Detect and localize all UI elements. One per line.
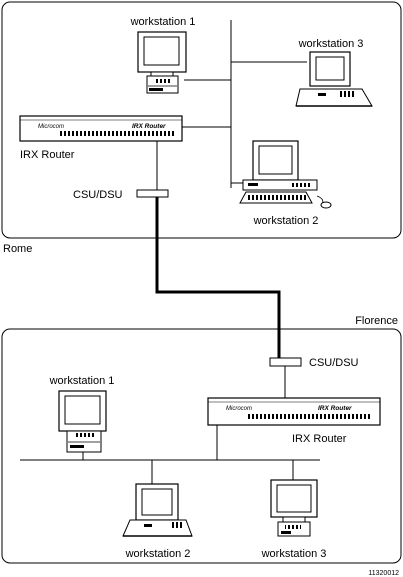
rome-site-label: Rome	[3, 243, 32, 255]
wan-link	[155, 197, 281, 358]
rome-workstation-2[interactable]: workstation 2	[239, 140, 332, 227]
florence-csu-dsu-label: CSU/DSU	[309, 357, 359, 369]
desktop-unit-icon	[295, 88, 373, 107]
florence-router-label: IRX Router	[292, 433, 347, 445]
system-unit-icon	[277, 521, 311, 537]
monitor-icon	[58, 390, 107, 432]
florence-workstation-3-label: workstation 3	[261, 548, 327, 560]
rome-workstation-3[interactable]: workstation 3	[295, 38, 373, 107]
florence-workstation-3[interactable]: workstation 3	[261, 479, 327, 560]
rome-csu-dsu-label: CSU/DSU	[73, 189, 123, 201]
rome-workstation-3-label: workstation 3	[298, 38, 364, 50]
florence-router-brand: IRX Router	[318, 405, 352, 412]
florence-site-label: Florence	[355, 315, 398, 327]
router-ports-icon	[248, 414, 372, 419]
rome-site: workstation 1 workstation 3 Microcom IRX…	[1, 1, 402, 239]
router-ports-icon	[60, 131, 174, 136]
rome-irx-router[interactable]: Microcom IRX Router IRX Router	[19, 115, 183, 161]
csu-dsu-box	[269, 357, 302, 367]
florence-workstation-2[interactable]: workstation 2	[122, 483, 193, 560]
monitor-icon	[252, 140, 299, 181]
florence-router-logo: Microcom	[226, 406, 252, 412]
monitor-icon	[135, 483, 179, 521]
rome-workstation-2-label: workstation 2	[253, 215, 319, 227]
keyboard-icon	[239, 191, 313, 204]
rome-router-logo: Microcom	[38, 124, 64, 130]
rome-workstation-1-label: workstation 1	[130, 16, 196, 28]
florence-workstation-1[interactable]: workstation 1	[49, 375, 115, 453]
florence-workstation-2-label: workstation 2	[125, 548, 191, 560]
florence-site-border	[1, 328, 402, 564]
rome-router-label: IRX Router	[20, 149, 75, 161]
system-unit-icon	[66, 430, 102, 453]
figure-id: 11320012	[368, 570, 399, 577]
rome-site-border	[1, 1, 402, 239]
desktop-unit-icon	[122, 519, 193, 537]
csu-dsu-box	[136, 189, 169, 198]
monitor-icon	[270, 479, 318, 523]
mouse-icon	[316, 195, 332, 209]
router-chassis	[207, 397, 381, 426]
desktop-unit-icon	[242, 179, 318, 191]
monitor-icon	[309, 51, 351, 87]
rome-router-brand: IRX Router	[132, 123, 166, 130]
florence-site: CSU/DSU Microcom IRX Router IRX Router w…	[1, 328, 402, 564]
rome-csu-dsu[interactable]: CSU/DSU	[73, 189, 169, 201]
monitor-icon	[137, 31, 187, 77]
rome-workstation-1[interactable]: workstation 1	[130, 16, 196, 94]
florence-irx-router[interactable]: Microcom IRX Router IRX Router	[207, 397, 381, 445]
system-unit-icon	[146, 75, 179, 94]
florence-csu-dsu[interactable]: CSU/DSU	[269, 357, 359, 369]
florence-workstation-1-label: workstation 1	[49, 375, 115, 387]
